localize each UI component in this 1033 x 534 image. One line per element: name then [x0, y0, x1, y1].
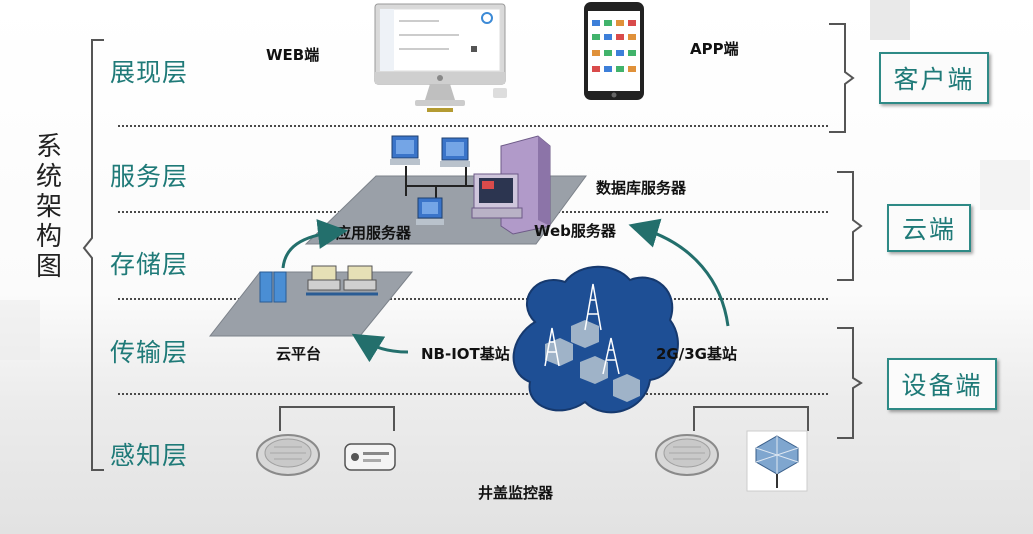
manhole-cover-icon: [256, 434, 320, 476]
background-tile: [0, 300, 40, 360]
separator-line: [118, 393, 828, 395]
radio-tower-icon: [544, 327, 560, 367]
arrow-to-web-server: [628, 218, 730, 327]
web-end-label: WEB端: [266, 46, 320, 64]
nbiot-station-label: NB-IOT基站: [421, 345, 510, 363]
computer-icon: [440, 137, 470, 167]
sensor-node-icon: [746, 430, 808, 492]
app-server-label: 应用服务器: [336, 224, 412, 242]
cloud-bracket: [837, 171, 863, 281]
left-bracket: [82, 39, 104, 471]
system-architecture-title: 系统架构图: [35, 132, 62, 282]
g23-station-label: 2G/3G基站: [656, 345, 737, 363]
background-tile: [980, 160, 1030, 210]
layer-service: 服务层: [110, 162, 189, 191]
computer-icon: [416, 197, 444, 225]
cloud-end-box: 云端: [887, 204, 971, 252]
background-tile: [960, 420, 1020, 480]
layer-transport: 传输层: [110, 338, 189, 367]
separator-line: [118, 298, 828, 300]
monitor-device-icon: [344, 443, 396, 471]
radio-tower-icon: [602, 337, 620, 375]
separator-line: [118, 125, 828, 127]
desktop-monitor-icon: [374, 3, 507, 112]
device-group-bracket-left: [279, 406, 395, 431]
arrow-to-cloud-platform: [351, 333, 409, 363]
printer-icon: [343, 265, 377, 291]
client-bracket: [829, 23, 855, 133]
web-server-label: Web服务器: [534, 222, 616, 240]
printer-icon: [307, 265, 341, 291]
device-group-bracket-right: [693, 406, 809, 431]
device-bracket: [837, 327, 863, 439]
base-station-cloud: [512, 265, 679, 414]
cloud-platform: [208, 265, 414, 337]
computer-icon: [390, 135, 420, 165]
background-tile: [870, 0, 910, 40]
manhole-cover-icon: [655, 434, 719, 476]
manhole-monitor-label: 井盖监控器: [478, 484, 554, 502]
device-end-box: 设备端: [887, 358, 997, 410]
layer-presentation: 展现层: [110, 58, 189, 87]
server-platform: [304, 135, 587, 245]
arrow-up-to-app-server: [281, 219, 348, 269]
layer-storage: 存储层: [110, 250, 189, 279]
client-end-box: 客户端: [879, 52, 989, 104]
layer-perception: 感知层: [110, 441, 189, 470]
radio-tower-icon: [584, 283, 602, 331]
cloud-platform-label: 云平台: [276, 345, 322, 363]
app-end-label: APP端: [690, 40, 739, 58]
db-server-label: 数据库服务器: [596, 179, 687, 197]
smartphone-icon: [584, 2, 644, 100]
